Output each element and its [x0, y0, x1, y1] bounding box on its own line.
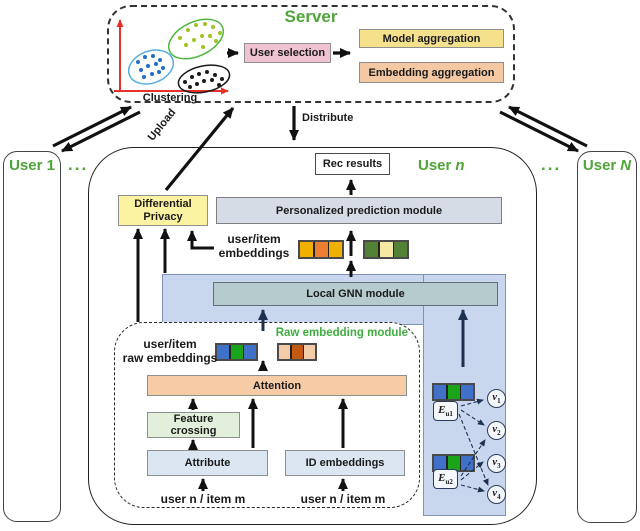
- user-item-embedding-bar-green: [363, 240, 409, 259]
- v1-symbol: v: [492, 391, 498, 403]
- embedding-cell: [329, 242, 342, 257]
- embedding-cell: [461, 385, 473, 399]
- Eu2-subscript: u2: [445, 478, 453, 487]
- graph-embedding-bar-1: [432, 383, 475, 401]
- raw-embedding-module-title: Raw embedding module: [275, 327, 408, 339]
- user-n-variable: n: [455, 157, 465, 174]
- user-n-prefix: User: [418, 157, 452, 174]
- embedding-node-Eu2: Eu2: [433, 469, 458, 489]
- arrow-user1-to-server: [52, 105, 132, 148]
- feature-crossing-box: Feature crossing: [147, 412, 240, 438]
- item-node-v3: v3: [487, 454, 506, 473]
- user-item-embedding-bar-orange: [298, 240, 344, 259]
- raw-embeddings-line2: raw embeddings: [122, 351, 218, 365]
- embedding-cell: [434, 456, 446, 470]
- user-selection-box: User selection: [244, 43, 331, 63]
- raw-embedding-bar-user: [215, 343, 258, 361]
- user-item-embeddings-line1: user/item: [227, 232, 281, 246]
- arrow-server-to-userN: [499, 110, 579, 153]
- embedding-cell: [447, 385, 460, 399]
- ellipsis-right: ...: [541, 155, 562, 174]
- v4-subscript: 4: [497, 493, 501, 502]
- arrow-server-to-user1: [61, 110, 141, 153]
- embedding-cell: [300, 242, 313, 257]
- raw-embedding-bar-item: [277, 343, 317, 361]
- embedding-cell: [314, 242, 328, 257]
- item-node-v1: v1: [487, 389, 506, 408]
- model-aggregation-box: Model aggregation: [359, 29, 504, 48]
- rec-results-box: Rec results: [315, 153, 390, 175]
- userN-prefix: User: [582, 157, 617, 174]
- user-item-embeddings-label: user/item embeddings: [211, 232, 297, 260]
- v4-symbol: v: [492, 487, 498, 499]
- differential-privacy-box: Differential Privacy: [118, 195, 208, 226]
- embedding-cell: [230, 345, 243, 359]
- Eu1-subscript: u1: [445, 410, 453, 419]
- userN-variable: N: [620, 157, 632, 174]
- embedding-cell: [217, 345, 229, 359]
- id-embeddings-box: ID embeddings: [285, 450, 405, 476]
- embedding-cell: [461, 456, 473, 470]
- local-gnn-module-box: Local GNN module: [213, 282, 498, 306]
- server-title: Server: [284, 7, 338, 26]
- ellipsis-left: ...: [68, 155, 89, 174]
- attribute-box: Attribute: [147, 450, 268, 476]
- item-node-v2: v2: [487, 421, 506, 440]
- arrow-userN-to-server: [508, 105, 588, 148]
- upload-label: Upload: [145, 106, 179, 144]
- embedding-cell: [291, 345, 303, 359]
- embedding-cell: [447, 456, 460, 470]
- embedding-aggregation-box: Embedding aggregation: [359, 62, 504, 83]
- embedding-cell: [394, 242, 407, 257]
- attention-box: Attention: [147, 375, 407, 396]
- clustering-label: Clustering: [142, 92, 198, 104]
- embedding-cell: [244, 345, 256, 359]
- input-right-label: user n / item m: [300, 492, 386, 506]
- distribute-label: Distribute: [302, 112, 354, 124]
- embedding-cell: [279, 345, 290, 359]
- v2-subscript: 2: [497, 429, 501, 438]
- user-item-embeddings-line2: embeddings: [218, 246, 290, 260]
- embedding-cell: [434, 385, 446, 399]
- prediction-module-box: Personalized prediction module: [216, 197, 502, 224]
- user1-label: User 1: [9, 157, 55, 174]
- embedding-cell: [365, 242, 378, 257]
- input-left-label: user n / item m: [160, 492, 246, 506]
- v1-subscript: 1: [497, 397, 501, 406]
- Eu2-symbol: E: [438, 471, 446, 484]
- user1-box: [3, 151, 61, 522]
- embedding-cell: [304, 345, 315, 359]
- item-node-v4: v4: [487, 485, 506, 504]
- v3-subscript: 3: [497, 462, 501, 471]
- embedding-cell: [379, 242, 393, 257]
- v3-symbol: v: [492, 456, 498, 468]
- Eu1-symbol: E: [438, 403, 446, 416]
- v2-symbol: v: [492, 423, 498, 435]
- userN-box: [577, 151, 637, 523]
- raw-embeddings-line1: user/item: [143, 337, 197, 351]
- embedding-node-Eu1: Eu1: [433, 401, 458, 421]
- raw-embeddings-label: user/item raw embeddings: [114, 337, 226, 365]
